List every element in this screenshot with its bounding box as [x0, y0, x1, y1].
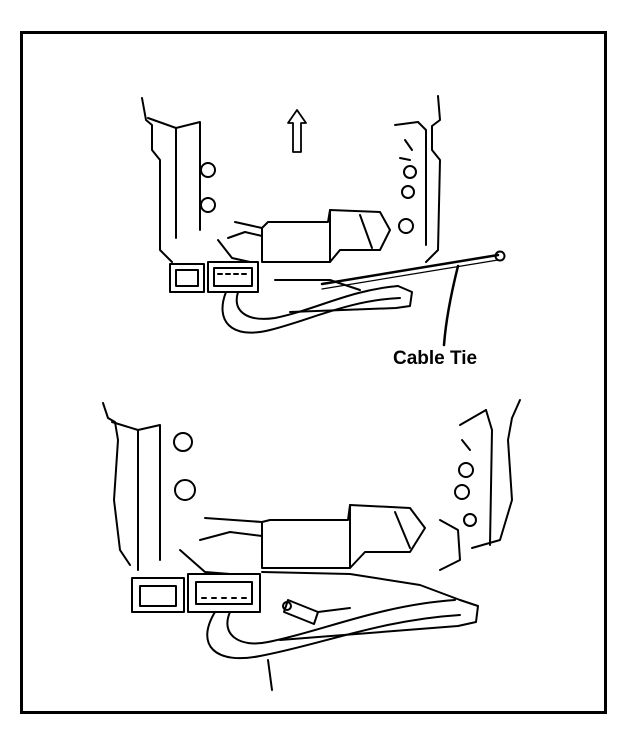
- actuator-motor-lower: [179, 504, 461, 575]
- wire-harness-lower: [206, 571, 479, 691]
- bottom-view: [102, 399, 521, 691]
- cable-tie-secured: [282, 599, 351, 625]
- figure-frame: [20, 31, 607, 714]
- connector-left-lower: [131, 577, 185, 613]
- wire-harness: [221, 279, 413, 334]
- top-view: [141, 95, 506, 347]
- callout-leader: [442, 264, 460, 347]
- actuator-motor: [217, 209, 391, 263]
- callout-label: Cable Tie: [393, 348, 478, 369]
- connector-right-lower: [187, 573, 261, 613]
- connector-right: [207, 261, 259, 293]
- seat-frame-left-lower: [102, 402, 196, 571]
- seat-frame-left: [141, 97, 216, 263]
- connector-left: [169, 263, 205, 293]
- direction-arrow-icon: [287, 109, 307, 153]
- cable-tie: [320, 250, 506, 290]
- seat-frame-right-lower: [454, 399, 521, 549]
- seat-frame-right: [394, 95, 441, 263]
